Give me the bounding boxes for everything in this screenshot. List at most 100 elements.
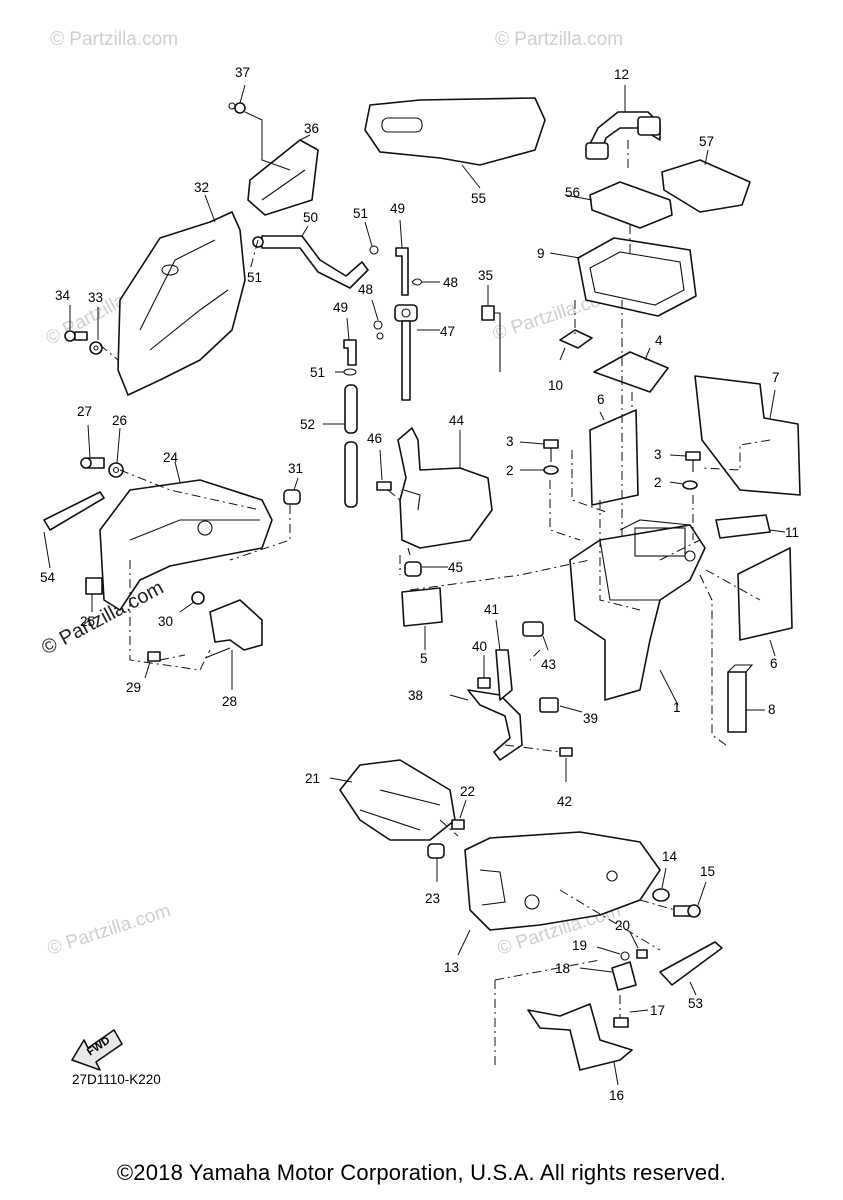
callout-26: 26 (112, 413, 127, 428)
bracket-16 (527, 1003, 633, 1086)
pad-5 (401, 587, 443, 650)
pad-11 (715, 514, 786, 539)
callout-54: 54 (40, 570, 56, 585)
callout-39: 39 (583, 711, 598, 726)
callout-4: 4 (655, 333, 663, 348)
callout-11: 11 (785, 525, 799, 540)
callout-9: 9 (537, 246, 545, 261)
callout-5: 5 (420, 651, 428, 666)
callout-41: 41 (484, 602, 499, 617)
callout-30: 30 (158, 614, 173, 629)
callout-47: 47 (440, 324, 455, 339)
callout-49: 49 (333, 300, 348, 315)
hose-52 (323, 384, 358, 508)
side-cover-24 (99, 461, 273, 611)
watermark-text: © Partzilla.com (495, 29, 623, 50)
callout-3: 3 (506, 434, 514, 449)
callout-52: 52 (300, 417, 315, 432)
callout-10: 10 (548, 378, 563, 393)
diagram-code: 27D1110-K220 (72, 1072, 161, 1087)
callout-51: 51 (310, 365, 325, 380)
callout-46: 46 (367, 431, 382, 446)
washer-14 (652, 867, 670, 902)
callout-31: 31 (288, 461, 303, 476)
callout-34: 34 (55, 288, 71, 303)
callout-7: 7 (772, 370, 780, 385)
screw-27 (80, 424, 105, 469)
battery-box-9 (549, 237, 697, 317)
callout-48: 48 (358, 282, 373, 297)
pad-6-right (737, 547, 793, 657)
callout-20: 20 (615, 918, 630, 933)
callout-29: 29 (126, 680, 141, 695)
callout-40: 40 (472, 639, 487, 654)
cable-35 (481, 285, 501, 372)
callout-23: 23 (425, 891, 440, 906)
battery-case-1 (569, 519, 706, 706)
plate-55 (364, 97, 546, 189)
callout-48: 48 (443, 275, 458, 290)
block-8 (727, 664, 765, 733)
bracket-28 (204, 599, 263, 690)
washer-33 (89, 341, 103, 355)
callout-18: 18 (555, 961, 570, 976)
label-25 (85, 577, 103, 612)
emblem-54 (43, 491, 105, 569)
washer-26 (108, 427, 124, 478)
emblem-53 (659, 941, 723, 996)
bolt-15 (673, 881, 707, 918)
bracket-21 (329, 759, 456, 841)
screw-20 (629, 931, 648, 959)
callout-37: 37 (235, 65, 250, 80)
relay-43 (522, 621, 549, 651)
callout-38: 38 (408, 688, 423, 703)
bracket-38 (449, 689, 523, 761)
callout-35: 35 (478, 268, 493, 283)
pad-6-upper (589, 409, 639, 506)
bolt-22 (451, 799, 467, 830)
lock-18 (579, 961, 637, 991)
callout-1: 1 (673, 700, 681, 715)
pad-7 (694, 375, 801, 496)
watermark-text: © Partzilla.com (50, 29, 178, 50)
washer-2-right (669, 480, 698, 490)
callout-44: 44 (449, 413, 465, 428)
callout-6: 6 (770, 656, 778, 671)
callout-45: 45 (448, 560, 463, 575)
callout-6: 6 (597, 392, 605, 407)
callout-36: 36 (304, 121, 319, 136)
fitting-47 (394, 304, 440, 401)
pad-57 (661, 149, 751, 213)
callout-12: 12 (614, 67, 629, 82)
pad-56 (564, 181, 673, 229)
screw-34 (64, 330, 88, 342)
clip-19 (596, 946, 630, 961)
callout-2: 2 (654, 475, 662, 490)
bolt-42 (559, 747, 573, 782)
bolt-3-left (519, 439, 559, 462)
bolt-17 (613, 1009, 649, 1028)
vent-hose-49-lower (343, 317, 357, 366)
tank-44 (397, 427, 493, 556)
callout-32: 32 (194, 180, 209, 195)
callout-28: 28 (222, 694, 237, 709)
washer-2-left (520, 465, 559, 475)
strap-12 (585, 85, 661, 160)
bolt-3-right (669, 451, 701, 472)
callout-43: 43 (541, 657, 556, 672)
callout-50: 50 (303, 210, 318, 225)
callout-25: 25 (80, 614, 95, 629)
grommet-23 (427, 843, 445, 882)
grommet-31 (283, 477, 301, 505)
watermark-text: © Partzilla.com (45, 900, 173, 960)
grommet-30 (179, 591, 205, 613)
callout-8: 8 (768, 702, 776, 717)
bolt-40 (477, 655, 491, 689)
callout-27: 27 (77, 404, 92, 419)
callout-19: 19 (572, 938, 587, 953)
callouts: 1 2 2 3 3 4 5 6 6 7 8 9 10 11 12 13 14 1… (40, 65, 799, 1103)
side-cover-upper-left (117, 194, 246, 396)
bracket-41 (495, 619, 513, 701)
screw-37 (228, 84, 291, 171)
